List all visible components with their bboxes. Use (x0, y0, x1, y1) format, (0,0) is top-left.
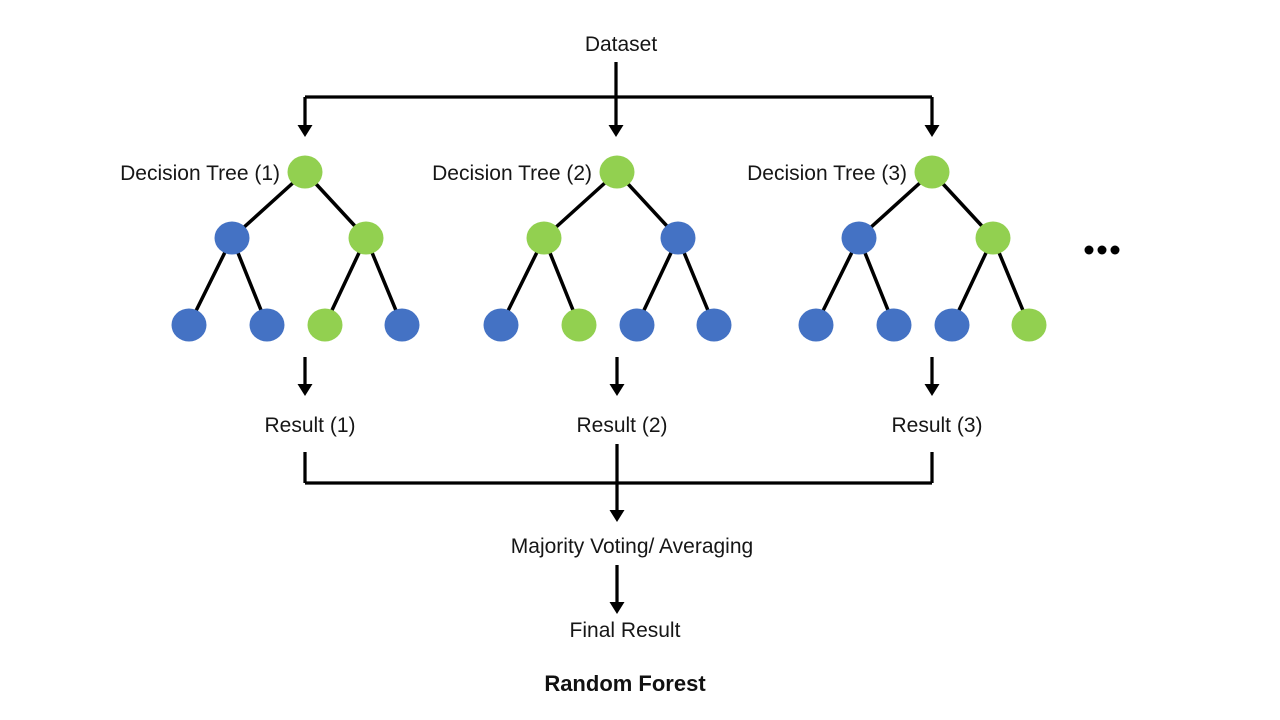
decision-tree-1: Decision Tree (1) Result (1) (120, 155, 420, 437)
diagram-title: Random Forest (544, 671, 706, 696)
tree-3-leaf-4-node (1011, 308, 1047, 342)
tree-1-leaf-2-node (249, 308, 285, 342)
tree-2-root-node (599, 155, 635, 189)
tree-2-leaf-2-node (561, 308, 597, 342)
dataset-to-tree-2-arrow-arrowhead-icon (608, 125, 624, 137)
dataset-to-trees-connector (297, 62, 940, 137)
dataset-to-tree-1-arrow-arrowhead-icon (297, 125, 313, 137)
decision-tree-2: Decision Tree (2) Result (2) (432, 155, 732, 437)
ellipsis-dot (1097, 245, 1107, 255)
dataset-to-tree-3-arrow-arrowhead-icon (924, 125, 940, 137)
tree-2-leaf-1-node (483, 308, 519, 342)
decision-tree-2-label: Decision Tree (2) (432, 162, 592, 185)
tree-3-leaf-1-node (798, 308, 834, 342)
tree-3-left-child-node (841, 221, 877, 255)
results-to-majority-arrow-arrowhead-icon (609, 510, 625, 522)
final-result-label: Final Result (570, 619, 681, 642)
tree-2-leaf-4-node (696, 308, 732, 342)
dataset-label: Dataset (585, 33, 658, 56)
tree-1-root-node (287, 155, 323, 189)
ellipsis-dot (1084, 245, 1094, 255)
tree-1-left-child-node (214, 221, 250, 255)
result-1-label: Result (1) (264, 414, 355, 437)
result-2-label: Result (2) (576, 414, 667, 437)
tree-3-to-result-arrow-arrowhead-icon (924, 384, 940, 396)
tree-3-root-node (914, 155, 950, 189)
majority-to-final-connector (609, 565, 625, 614)
decision-tree-3: Decision Tree (3) Result (3) (747, 155, 1047, 437)
result-3-label: Result (3) (891, 414, 982, 437)
tree-2-to-result-arrow-arrowhead-icon (609, 384, 625, 396)
tree-2-left-child-node (526, 221, 562, 255)
tree-3-right-child-node (975, 221, 1011, 255)
results-to-majority-connector (303, 444, 934, 522)
decision-tree-3-label: Decision Tree (3) (747, 162, 907, 185)
majority-voting-label: Majority Voting/ Averaging (511, 535, 753, 558)
tree-3-leaf-2-node (876, 308, 912, 342)
decision-tree-1-label: Decision Tree (1) (120, 162, 280, 185)
more-trees-ellipsis-icon (1084, 245, 1120, 255)
tree-1-leaf-1-node (171, 308, 207, 342)
ellipsis-dot (1110, 245, 1120, 255)
majority-to-final-arrow-arrowhead-icon (609, 602, 625, 614)
generated-diagram-layer: Decision Tree (1)Result (1)Decision Tree… (120, 62, 1120, 614)
tree-2-leaf-3-node (619, 308, 655, 342)
tree-1-leaf-3-node (307, 308, 343, 342)
tree-2-right-child-node (660, 221, 696, 255)
tree-1-leaf-4-node (384, 308, 420, 342)
tree-1-right-child-node (348, 221, 384, 255)
tree-3-leaf-3-node (934, 308, 970, 342)
tree-1-to-result-arrow-arrowhead-icon (297, 384, 313, 396)
